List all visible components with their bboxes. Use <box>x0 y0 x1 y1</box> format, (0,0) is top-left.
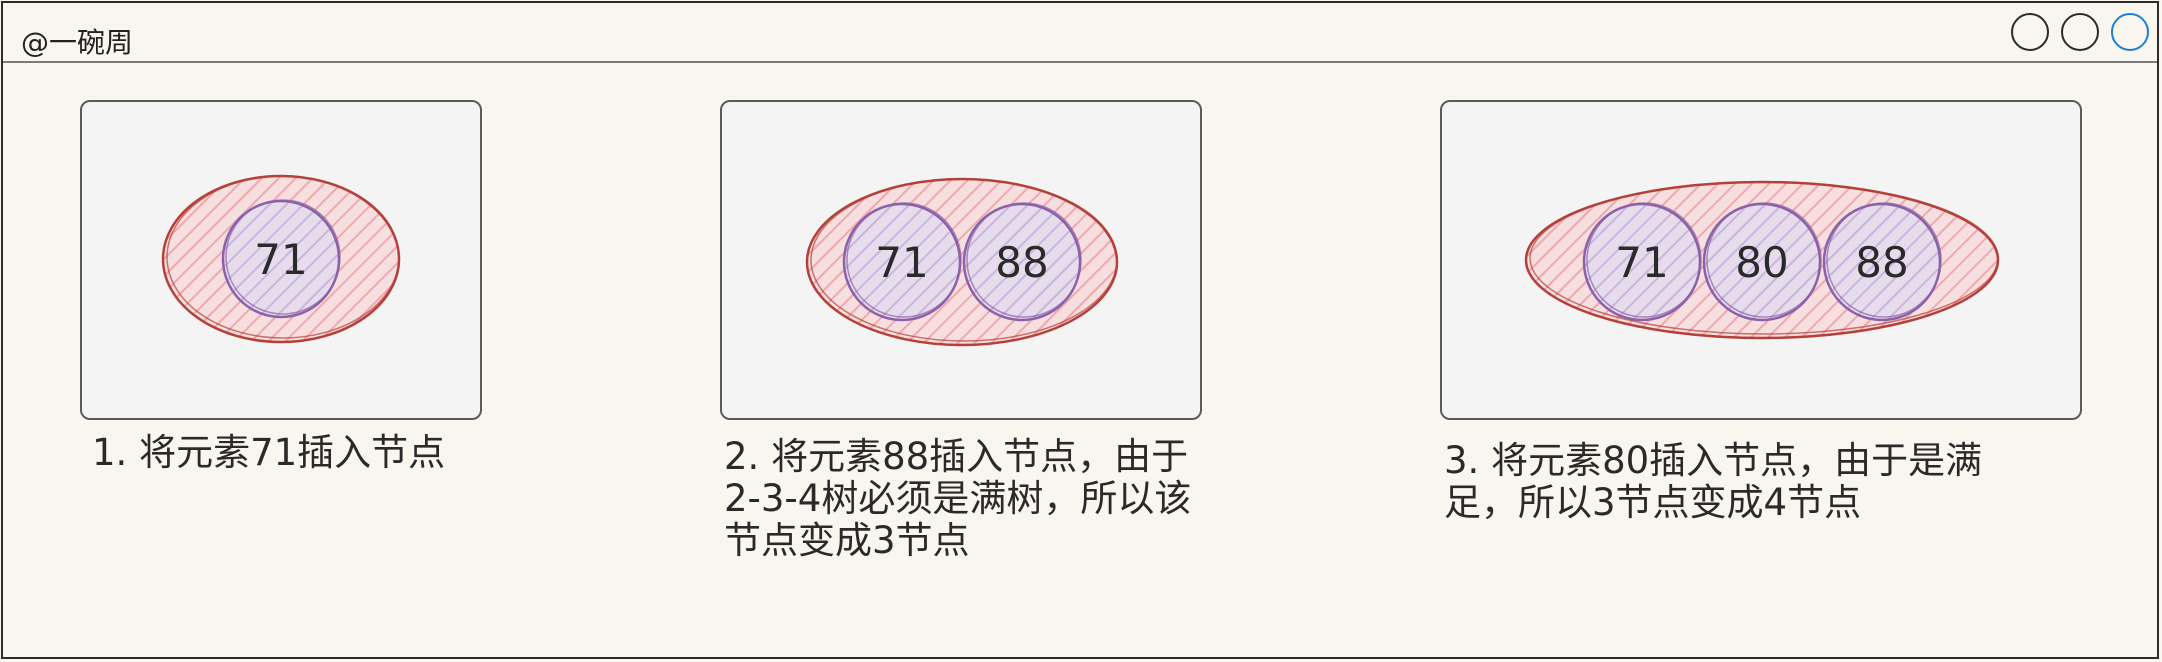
title-bar: @一碗周 <box>3 3 2157 63</box>
step-3-caption: 3. 将元素80插入节点，由于是满足，所以3节点变成4节点 <box>1444 439 1983 524</box>
step-2-caption: 2. 将元素88插入节点，由于2-3-4树必须是满树，所以该节点变成3节点 <box>724 435 1192 562</box>
step-1-node-diagram: 71 <box>161 174 401 344</box>
key-circle <box>1702 202 1822 322</box>
key-label: 71 <box>254 235 307 284</box>
step-2-node-diagram: 71 88 <box>805 177 1119 347</box>
key-label: 71 <box>875 238 928 287</box>
window-title: @一碗周 <box>21 26 134 59</box>
key-label: 80 <box>1735 238 1788 287</box>
key-circle <box>962 202 1082 322</box>
minimize-button[interactable] <box>2011 13 2049 51</box>
step-1-caption: 1. 将元素71插入节点 <box>92 431 446 474</box>
step-1-panel: 71 <box>80 100 482 420</box>
maximize-button[interactable] <box>2061 13 2099 51</box>
step-3-panel: 71 80 88 <box>1440 100 2082 420</box>
close-button[interactable] <box>2111 13 2149 51</box>
step-3-node-diagram: 71 80 88 <box>1524 180 2000 340</box>
key-circle <box>842 202 962 322</box>
key-label: 88 <box>995 238 1048 287</box>
key-label: 88 <box>1855 238 1908 287</box>
step-2-panel: 71 88 <box>720 100 1202 420</box>
key-circle <box>1582 202 1702 322</box>
key-circle <box>221 199 341 319</box>
key-circle <box>1822 202 1942 322</box>
key-label: 71 <box>1615 238 1668 287</box>
